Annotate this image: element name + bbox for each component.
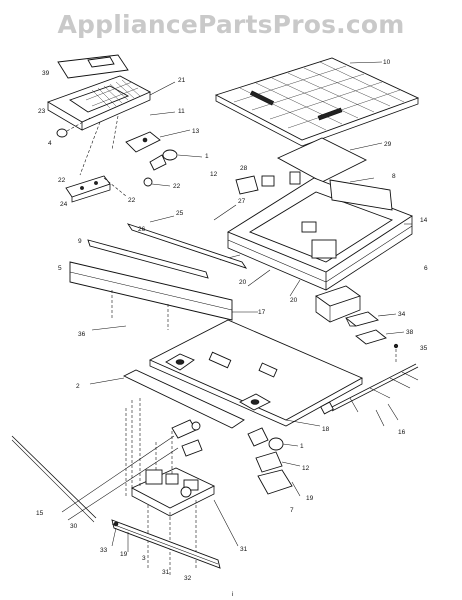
callout-34: 34 (398, 311, 406, 318)
callout-38: 38 (406, 329, 414, 336)
callout-26: 26 (138, 226, 146, 233)
part-28-gasket (235, 175, 259, 195)
callout-29: 29 (384, 141, 392, 148)
callout-36: 36 (78, 331, 86, 338)
callout-6: 6 (424, 265, 428, 272)
callout-1: 1 (205, 153, 209, 160)
callout-30: 30 (70, 523, 78, 530)
callout-22c: 22 (128, 197, 136, 204)
callout-5: 5 (58, 265, 62, 272)
part-1-lamp (268, 437, 299, 451)
callout-35: 35 (420, 345, 428, 352)
part-4-knob (56, 117, 91, 138)
callout-3: 3 (142, 555, 146, 562)
part-13-bracket (125, 129, 191, 153)
part-2-rail (89, 369, 245, 429)
callout-9: 9 (78, 238, 82, 245)
callout-7: 7 (290, 507, 294, 514)
part-5-front-panel (69, 261, 258, 330)
part-15-rod (11, 435, 97, 523)
part-18-base-plate (148, 319, 364, 427)
part-23-grid-module (46, 75, 152, 131)
callout-17: 17 (258, 309, 266, 316)
callout-39: 39 (42, 70, 50, 77)
callout-12: 12 (210, 171, 218, 178)
callout-20b: 20 (290, 297, 298, 304)
callout-12b: 12 (302, 465, 310, 472)
callout-22a: 22 (58, 177, 66, 184)
callout-1b: 1 (300, 443, 304, 450)
part-22-nut (143, 177, 171, 187)
bottom-mark: i (232, 591, 233, 598)
callout-32: 32 (184, 575, 192, 582)
callout-23: 23 (38, 108, 46, 115)
part-36-leader (91, 325, 127, 331)
part-21-11-leaders (79, 81, 176, 176)
callout-10: 10 (383, 59, 391, 66)
callout-16: 16 (398, 429, 406, 436)
part-24-bracket (65, 175, 127, 203)
part-39-panel (57, 54, 129, 79)
callout-19b: 19 (120, 551, 128, 558)
callout-4: 4 (48, 140, 52, 147)
callout-2: 2 (76, 383, 80, 390)
part-35-screw (393, 343, 399, 362)
callout-33: 33 (100, 547, 108, 554)
part-30-switches (61, 398, 203, 521)
callout-labels: 39 10 23 21 11 4 13 1 12 22 22 24 22 29 … (36, 59, 428, 598)
part-19-7-clip (257, 469, 301, 497)
callout-8: 8 (392, 173, 396, 180)
callout-31a: 31 (240, 546, 248, 553)
part-16-wire-harness (320, 363, 419, 427)
callout-19: 19 (306, 495, 314, 502)
callout-13: 13 (192, 128, 200, 135)
callout-25: 25 (176, 210, 184, 217)
callout-18: 18 (322, 426, 330, 433)
part-9-strip (87, 239, 209, 279)
part-34-clip (345, 311, 397, 327)
callout-15: 15 (36, 510, 44, 517)
part-1-bulb (149, 149, 203, 171)
part-12-socket (247, 427, 301, 473)
part-29-pad (276, 137, 383, 183)
callout-24: 24 (60, 201, 68, 208)
callout-28: 28 (240, 165, 248, 172)
callout-11: 11 (178, 108, 185, 115)
part-25-bar (126, 204, 248, 269)
callout-20a: 20 (239, 279, 247, 286)
watermark: AppliancePartsPros.com (57, 10, 405, 39)
callout-21: 21 (178, 77, 186, 84)
callout-22b: 22 (173, 183, 181, 190)
part-10-top-cover (214, 57, 420, 147)
part-8-housing (219, 171, 413, 323)
callout-14: 14 (420, 217, 428, 224)
part-3-bottom-rail (111, 519, 221, 569)
callout-31b: 31 (162, 569, 170, 576)
part-38-bracket (355, 329, 405, 345)
callout-27: 27 (238, 198, 246, 205)
